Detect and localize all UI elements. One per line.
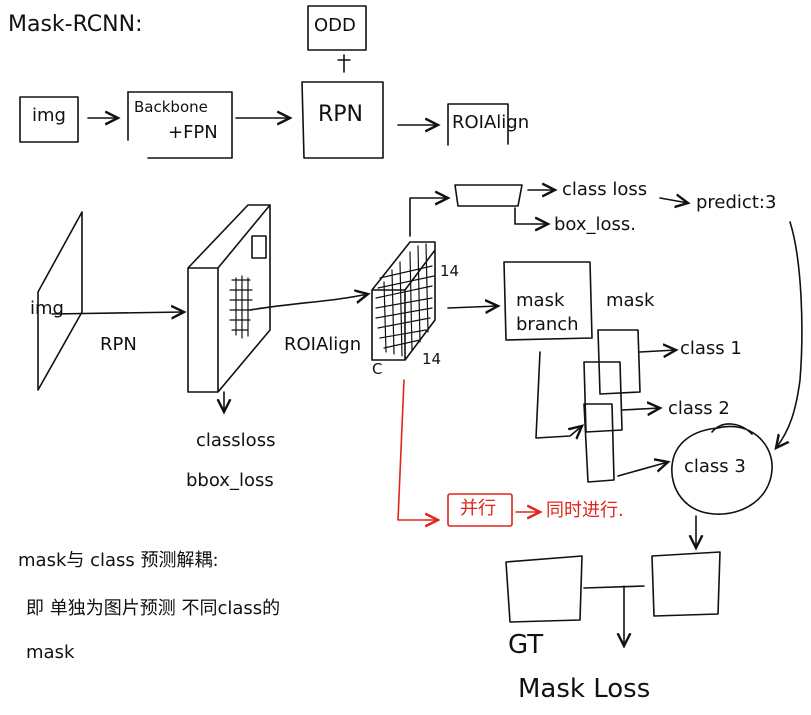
class3-circle [671,423,773,515]
classifier-box [454,184,523,207]
class2-label: class 2 [668,398,730,419]
gt-box [505,555,583,623]
arrow-roi-mask [447,306,498,308]
pipeline-backbone-label-2: +FPN [168,122,218,143]
pipeline-rpn-label: RPN [318,102,364,127]
arrow-predict [659,198,688,203]
box-loss-label: box_loss. [554,214,637,235]
arrow-roi-classifier [409,198,448,237]
predict-label: predict:3 [696,192,777,213]
rpn-top-connector [337,54,351,73]
pipeline-roialign-label: ROIAlign [452,112,530,133]
pipeline-backbone-box [127,91,233,159]
arrow-class3 [617,462,668,477]
pred-box [651,551,721,617]
pipeline-backbone-label-1: Backbone [134,98,208,116]
mask-branch-label-2: branch [516,314,579,335]
mask-loss-label: Mask Loss [518,674,651,704]
roi-size-right: 14 [440,262,460,280]
mask-branch-label-1: mask [516,290,565,311]
red-parallel-label: 并行 [460,498,496,519]
arrow-class2 [621,408,660,410]
notes-line-1: mask与 class 预测解耦: [18,550,219,571]
pipeline-roialign-box [447,103,509,146]
arrow-box-loss [514,207,548,224]
connector-gt-pred [583,585,645,589]
branch-line [535,351,582,438]
roi-grid-lines [375,243,435,357]
pipeline-img-box [19,96,79,143]
feature-map-small-rect [251,235,267,259]
notes-line-2: 即 单独为图片预测 不同class的 [26,598,281,619]
img-plane [37,211,83,391]
feature-map-grid [229,275,253,339]
rpn-top-label: ODD [314,15,356,36]
class-loss-label: class loss [562,179,648,200]
detail-img-label: img [30,298,64,319]
feature-map-block [187,204,271,393]
mask-stack [583,329,641,483]
classloss-label: classloss [196,430,276,451]
red-tail-label: 同时进行. [546,500,624,521]
class3-label: class 3 [684,456,746,477]
bbox-loss-label: bbox_loss [186,470,274,491]
roi-grid-outline [371,241,436,361]
arrow-feature-roialign [249,294,368,311]
detail-roialign-label: ROIAlign [284,334,362,355]
class1-label: class 1 [680,338,742,359]
arrow-predict-class3 [776,221,803,448]
roi-size-left: C [372,360,383,378]
rpn-top-box [307,5,367,51]
detail-rpn-label: RPN [100,334,137,355]
roi-size-bottom: 14 [422,350,442,368]
arrow-img-rpn [51,312,184,314]
notes-line-3: mask [26,642,75,663]
mask-label: mask [606,290,655,311]
mask-branch-box [503,261,593,341]
pipeline-rpn-box [301,81,384,159]
red-path [397,379,438,520]
gt-label: GT [508,630,544,660]
diagram-title: Mask-RCNN: [8,12,143,37]
red-parallel-box [447,493,513,527]
arrow-class1 [639,350,676,352]
pipeline-img-label: img [32,105,66,126]
